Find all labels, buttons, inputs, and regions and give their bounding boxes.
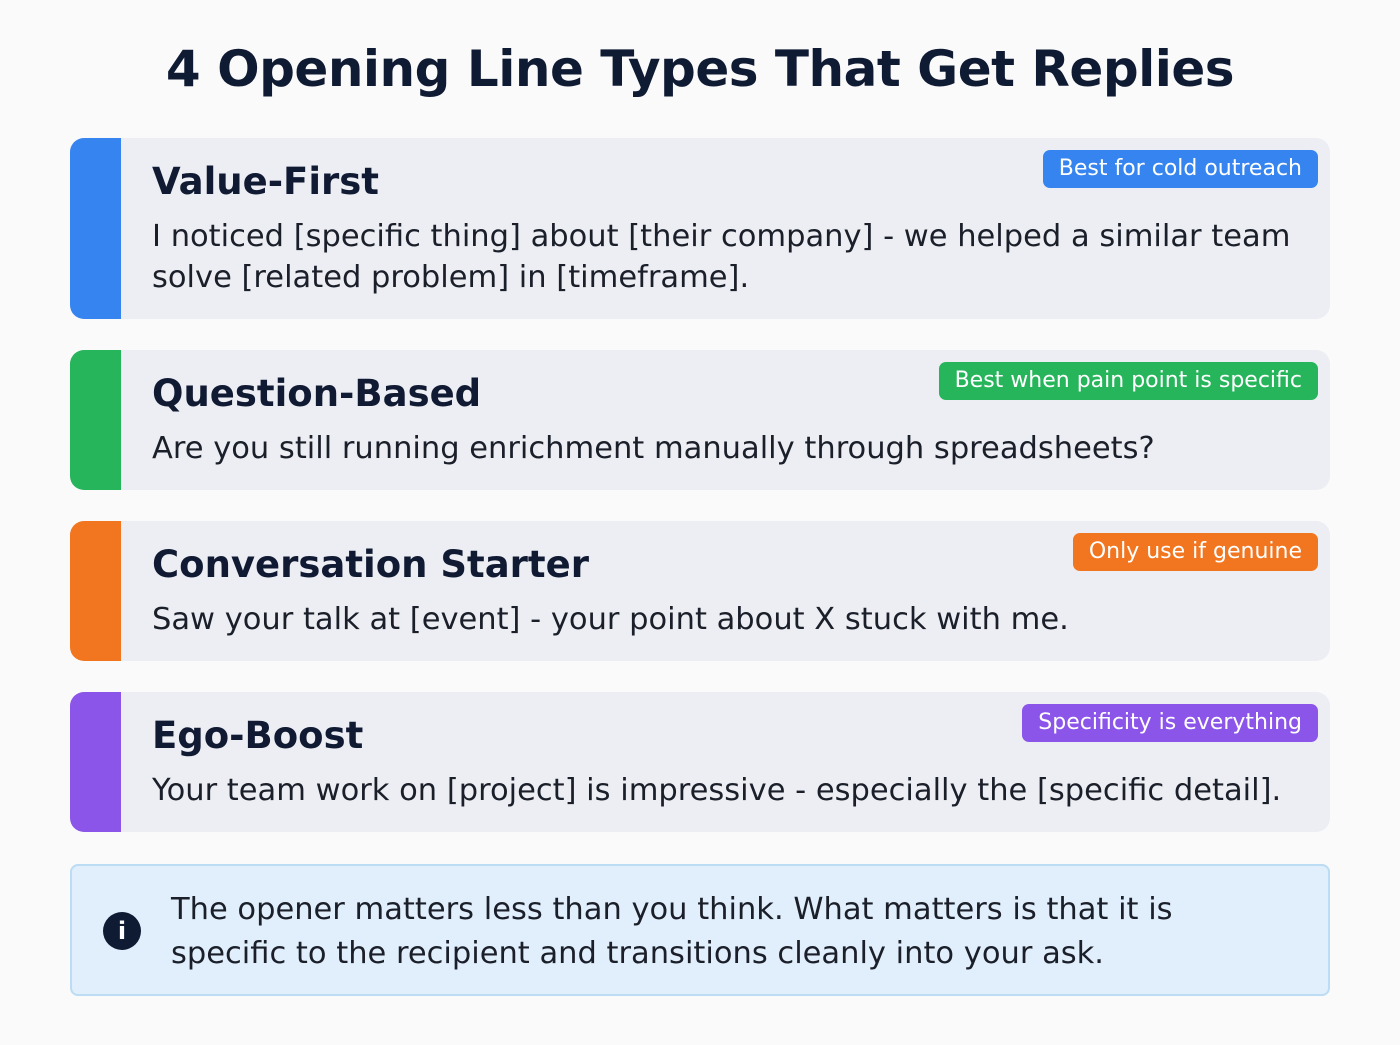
card-ego-boost: Ego-Boost Your team work on [project] is…	[70, 692, 1330, 832]
card-heading: Ego-Boost	[152, 714, 364, 757]
page-title: 4 Opening Line Types That Get Replies	[165, 40, 1235, 98]
card-value-first: Value-First I noticed [specific thing] a…	[70, 138, 1330, 319]
info-icon: i	[103, 912, 141, 950]
card-heading: Conversation Starter	[152, 543, 589, 586]
info-note: i The opener matters less than you think…	[70, 864, 1330, 996]
card-heading: Value-First	[152, 160, 379, 203]
card-question-based: Question-Based Are you still running enr…	[70, 350, 1330, 490]
accent-bar	[70, 692, 121, 832]
card-conversation-starter: Conversation Starter Saw your talk at [e…	[70, 521, 1330, 661]
note-text: The opener matters less than you think. …	[171, 892, 1173, 971]
card-body: Are you still running enrichment manuall…	[152, 431, 1155, 466]
card-badge: Best when pain point is specific	[938, 362, 1318, 400]
accent-bar	[70, 521, 121, 661]
card-badge: Best for cold outreach	[1042, 150, 1318, 188]
card-body: Your team work on [project] is impressiv…	[152, 773, 1282, 808]
card-badge: Specificity is everything	[1022, 704, 1318, 742]
card-badge: Only use if genuine	[1072, 533, 1318, 571]
accent-bar	[70, 350, 121, 490]
card-body: Saw your talk at [event] - your point ab…	[152, 602, 1069, 637]
card-body: I noticed [specific thing] about [their …	[152, 219, 1291, 295]
accent-bar	[70, 138, 121, 319]
card-heading: Question-Based	[152, 372, 482, 415]
